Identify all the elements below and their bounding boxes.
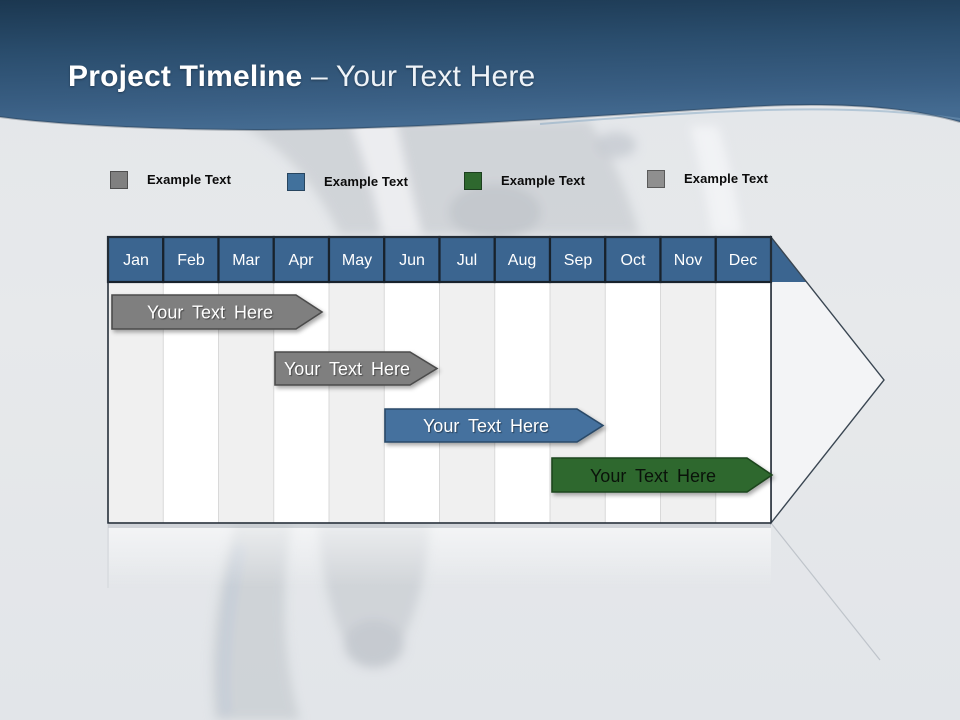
legend-item-3: Example Text [464, 171, 585, 190]
month-label: Dec [729, 252, 757, 269]
legend-swatch-gray [110, 170, 128, 189]
title-placeholder: – Your Text Here [310, 60, 536, 93]
table-reflection [107, 522, 881, 661]
month-label: Apr [289, 252, 315, 269]
legend-item-2: Example Text [287, 172, 408, 191]
month-label: Aug [508, 252, 536, 269]
month-label: Nov [674, 252, 702, 269]
gantt-bar-3 [384, 408, 605, 443]
legend-item-1: Example Text [110, 170, 231, 189]
legend-item-4: Example Text [647, 169, 768, 188]
gantt-bar-4 [551, 457, 774, 493]
month-header-row: Jan Feb Mar Apr May Jun Jul Aug Sep Oct … [106, 235, 773, 284]
legend-label: Example Text [324, 174, 409, 189]
month-cell [162, 235, 220, 284]
header-band [0, 0, 960, 132]
grid-column-jun [384, 282, 440, 523]
month-cell [548, 235, 607, 284]
gantt-bar-1 [111, 294, 324, 330]
grid-column-aug [494, 282, 550, 523]
month-label: Mar [232, 252, 260, 269]
month-label: May [342, 252, 372, 269]
month-label: Jun [399, 252, 425, 269]
legend-swatch-green [464, 171, 482, 190]
timeline-chart: Jan Feb Mar Apr May Jun Jul Aug Sep Oct … [106, 234, 885, 661]
month-cell [659, 235, 717, 284]
page-title: Project Timeline – Your Text Here [68, 60, 535, 94]
month-label: Jan [123, 252, 149, 269]
legend-label: Example Text [684, 171, 769, 186]
grid-column-may [329, 282, 385, 523]
legend-swatch-blue [287, 172, 305, 191]
gantt-bar-4-label: Your Text Here [590, 466, 716, 486]
title-main: Project Timeline [68, 60, 303, 93]
gantt-bar-3-label: Your Text Here [423, 416, 549, 436]
gantt-bar-2 [274, 351, 439, 386]
month-label: Sep [564, 252, 593, 269]
arrowhead-shape [771, 237, 884, 523]
gantt-bar-1-label: Your Text Here [147, 303, 273, 323]
month-label: Oct [621, 252, 646, 269]
month-label: Jul [457, 252, 477, 269]
month-cell [438, 235, 496, 284]
gantt-bars: Your Text Here Your Text Here Your Text … [111, 294, 774, 493]
legend-swatch-gray-2 [647, 169, 665, 188]
grid-column-jul [439, 282, 495, 523]
gantt-bar-2-label: Your Text Here [284, 359, 410, 379]
month-cell [493, 235, 552, 284]
legend-label: Example Text [147, 172, 232, 187]
timeline-table-border [107, 236, 772, 524]
legend-label: Example Text [501, 173, 586, 188]
month-label: Feb [177, 252, 205, 269]
